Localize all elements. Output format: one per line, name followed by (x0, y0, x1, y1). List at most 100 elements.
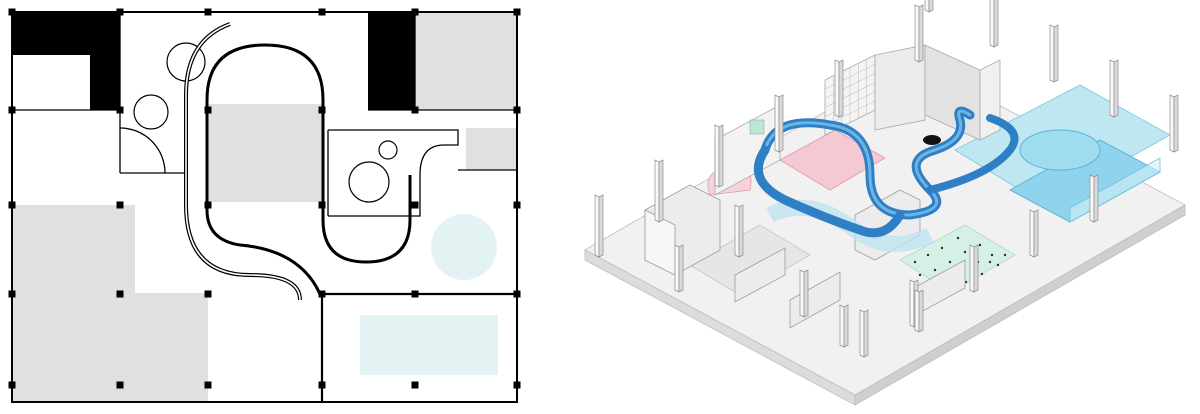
grey-zone-top-right (415, 12, 517, 110)
plan-column (116, 381, 124, 389)
plan-column (411, 106, 419, 114)
plan-column (116, 290, 124, 298)
plan-column (411, 8, 419, 16)
axo-column (834, 59, 844, 118)
plan-column (318, 381, 326, 389)
axo-column (1109, 59, 1119, 118)
terrazzo-speck (996, 263, 1000, 267)
axo-column (714, 124, 724, 188)
axo-column (969, 244, 979, 293)
terrazzo-speck (933, 268, 937, 272)
axo-column (674, 244, 684, 293)
plan-column (204, 106, 212, 114)
plan-column (513, 201, 521, 209)
axo-column (1089, 174, 1099, 223)
plan-column (318, 201, 326, 209)
base-slab-right-face (854, 204, 1186, 406)
pool-area (954, 84, 1171, 223)
plan-column (8, 106, 16, 114)
pale-blue-pool (360, 315, 498, 375)
plan-column (8, 8, 16, 16)
terrazzo-speck (963, 250, 967, 254)
plan-column (204, 290, 212, 298)
terrazzo-speck (1003, 253, 1007, 257)
terrazzo-speck (918, 273, 922, 277)
circle-right-room-small (378, 140, 398, 160)
plan-column (513, 8, 521, 16)
round-pool (1019, 129, 1101, 171)
solid-block-left (12, 12, 120, 110)
plan-column (8, 201, 16, 209)
plan-column (411, 201, 419, 209)
axo-column (989, 0, 999, 48)
plan-column (8, 381, 16, 389)
ribbon-right-arm (926, 114, 1019, 194)
axo-column (799, 269, 809, 318)
axo-column (914, 4, 924, 63)
loop-track-left-arm (205, 100, 322, 295)
plan-circles (133, 42, 398, 203)
terrazzo-speck (940, 246, 944, 250)
axo-column (1169, 94, 1179, 153)
solid-block-right (368, 12, 415, 110)
plan-column (116, 106, 124, 114)
plan-column (513, 381, 521, 389)
terrazzo-speck (990, 253, 994, 257)
terrazzo-speck (956, 236, 960, 240)
skylight-opening (923, 135, 941, 145)
plan-column (318, 106, 326, 114)
terrazzo-speck (980, 272, 984, 276)
ribbon-lower-arm (753, 145, 905, 238)
axo-column (1029, 209, 1039, 258)
pale-blue-circle (431, 214, 497, 280)
circle-right-room (348, 161, 390, 203)
axo-column (594, 194, 604, 258)
plan-column (513, 106, 521, 114)
plan-column (116, 201, 124, 209)
thin-curved-path-inner (185, 23, 301, 301)
axo-column (914, 289, 924, 333)
axo-column (839, 304, 849, 348)
axo-column (734, 204, 744, 258)
partition-mid-1 (734, 247, 786, 303)
plan-column (411, 290, 419, 298)
loop-track (205, 43, 412, 264)
grey-zones (12, 12, 517, 402)
terrazzo-speck (988, 260, 992, 264)
plan-column (513, 290, 521, 298)
plan-column (204, 201, 212, 209)
grey-zone-right-small (466, 128, 517, 170)
terrazzo-speck (978, 243, 982, 247)
floor-plan-drawing (8, 8, 521, 403)
plan-column (204, 8, 212, 16)
wall-right-room (328, 129, 459, 217)
plan-column (204, 381, 212, 389)
green-artwork-panel (749, 119, 765, 135)
terrazzo-speck (913, 260, 917, 264)
back-wall-far-right (979, 59, 1001, 141)
plan-column (8, 290, 16, 298)
blue-ribbon (753, 106, 1019, 238)
ribbon-loop-highlight (763, 109, 972, 217)
plan-column (318, 290, 326, 298)
plan-column (411, 381, 419, 389)
solid-blocks (12, 12, 415, 110)
axonometric-columns (594, 0, 1179, 358)
interior-walls (12, 12, 517, 217)
back-wall-tall (874, 44, 926, 131)
axo-column (1049, 24, 1059, 83)
terrazzo-speck (948, 260, 952, 264)
axo-column (774, 94, 784, 153)
grey-zone-center (207, 104, 323, 202)
structural-columns (8, 8, 521, 389)
axo-column (924, 0, 934, 13)
plan-column (116, 8, 124, 16)
terrazzo-speck (926, 253, 930, 257)
door-swing-arc (119, 127, 166, 174)
axo-column (859, 309, 869, 358)
axo-column (654, 159, 664, 223)
axonometric-drawing (584, 0, 1186, 406)
circle-mid-left (133, 94, 169, 130)
grey-zone-left-large (12, 205, 208, 402)
